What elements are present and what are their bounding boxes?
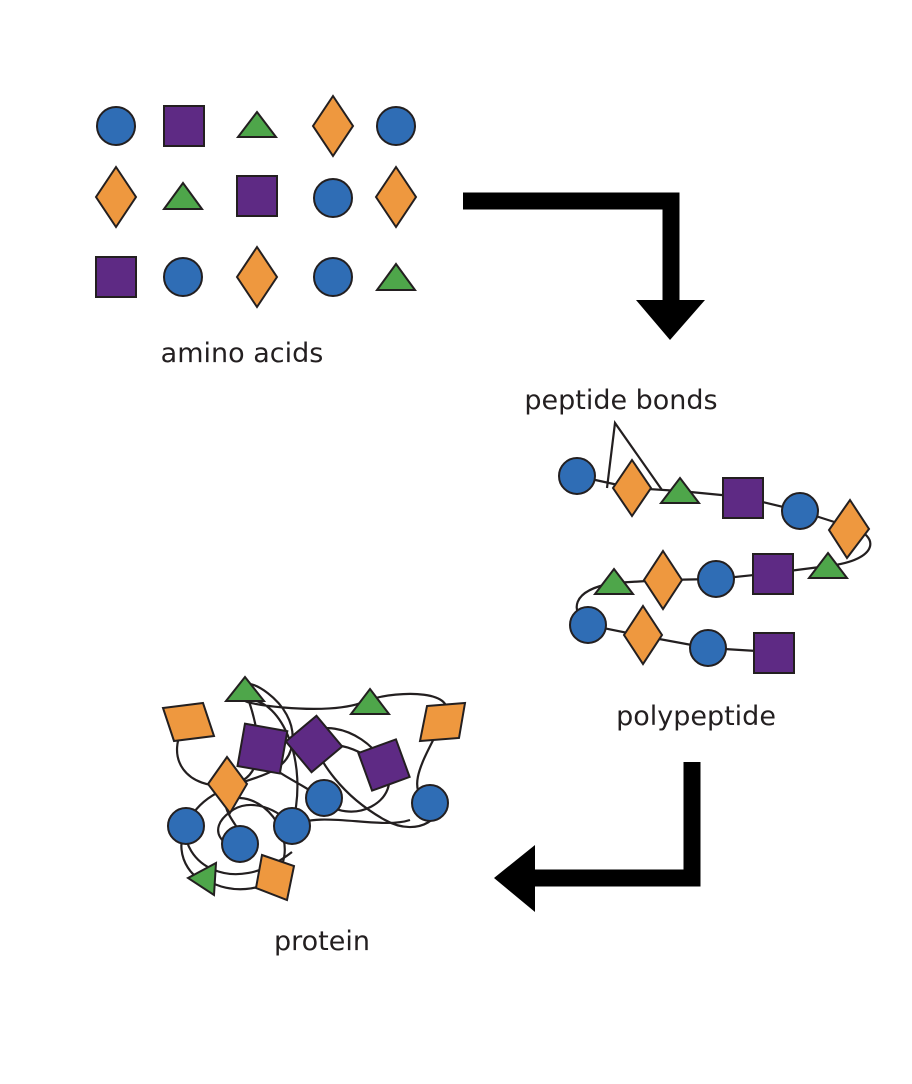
amino-acids-group <box>94 94 418 309</box>
protein-circle <box>273 807 311 845</box>
peptide-bond-pointer-lines <box>605 420 663 491</box>
amino-acids-label: amino acids <box>161 338 324 369</box>
polypeptide-triangle <box>658 476 702 504</box>
protein-circle <box>411 784 449 822</box>
amino-acid-triangle <box>375 262 417 291</box>
polypeptide-diamond <box>611 458 653 518</box>
polypeptide-circle <box>781 492 819 530</box>
protein-circle <box>167 807 205 845</box>
amino-acid-triangle <box>162 181 204 210</box>
amino-acid-diamond <box>235 245 279 309</box>
polypeptide-label: polypeptide <box>616 701 776 732</box>
protein-triangle <box>348 687 392 715</box>
polypeptide-triangle <box>806 551 850 579</box>
amino-acid-diamond <box>94 165 138 229</box>
amino-acid-circle <box>96 106 136 146</box>
amino-acid-circle <box>313 257 353 297</box>
protein-diamond <box>418 701 467 743</box>
protein-circle <box>221 825 259 863</box>
polypeptide-diamond <box>827 498 871 560</box>
amino-acid-square <box>163 105 205 147</box>
amino-acid-triangle <box>235 110 279 138</box>
protein-square <box>236 722 289 775</box>
protein-group <box>161 675 467 902</box>
protein-square <box>357 738 411 792</box>
polypeptide-circle <box>689 629 727 667</box>
arrow-to-polypeptide-line <box>463 192 680 302</box>
arrow-to-polypeptide-head <box>636 300 705 340</box>
protein-triangle <box>186 861 218 897</box>
polypeptide-circle <box>569 606 607 644</box>
amino-acid-circle <box>376 106 416 146</box>
amino-acid-square <box>95 256 137 298</box>
protein-circle <box>305 779 343 817</box>
protein-diamond <box>254 853 296 902</box>
polypeptide-square <box>753 632 795 674</box>
amino-acid-diamond <box>311 94 355 158</box>
arrow-to-protein <box>494 762 701 912</box>
arrow-to-protein-line <box>532 762 701 887</box>
protein-square <box>284 714 344 774</box>
arrow-to-polypeptide <box>463 192 705 340</box>
polypeptide-square <box>752 553 794 595</box>
amino-acid-diamond <box>374 165 418 229</box>
protein-diamond <box>206 755 249 815</box>
arrow-to-protein-head <box>494 845 535 912</box>
polypeptide-triangle <box>592 567 636 595</box>
protein-triangle <box>223 675 267 702</box>
polypeptide-group <box>558 457 872 674</box>
polypeptide-circle <box>697 560 735 598</box>
peptide-bonds-label: peptide bonds <box>524 385 717 416</box>
amino-acid-circle <box>163 257 203 297</box>
protein-diamond <box>161 701 216 743</box>
amino-acid-circle <box>313 178 353 218</box>
polypeptide-diamond <box>622 604 664 666</box>
protein-label: protein <box>274 926 370 957</box>
polypeptide-square <box>722 477 764 519</box>
polypeptide-diamond <box>642 549 684 611</box>
polypeptide-circle <box>558 457 596 495</box>
amino-acid-square <box>236 175 278 217</box>
